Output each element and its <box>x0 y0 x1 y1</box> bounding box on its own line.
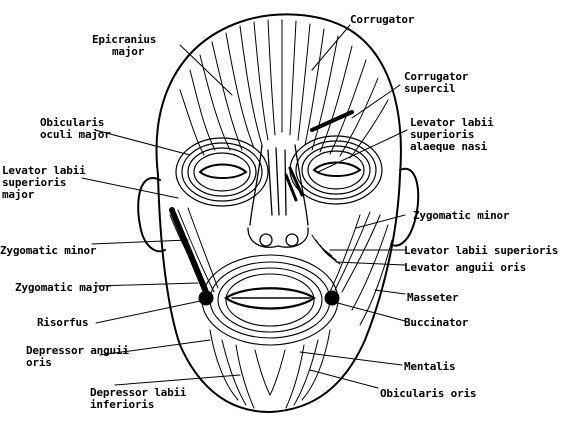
label-line: Zygomatic minor <box>0 245 96 257</box>
label-line: Levator anguii oris <box>404 262 526 274</box>
left-modiolus <box>199 291 213 305</box>
corrugator-muscle <box>312 112 352 130</box>
orbicularis-oris <box>202 255 338 345</box>
label-levator-anguli-oris: Levator anguii oris <box>404 262 526 274</box>
label-line: Corrugator <box>350 14 414 26</box>
label-zygomatic-major: Zygomatic major <box>15 282 111 294</box>
label-line: Risorfus <box>37 317 88 329</box>
label-zygomatic-minor-left: Zygomatic minor <box>0 245 96 257</box>
label-epicranius-major: Epicranius major <box>92 34 156 58</box>
label-levator-labii-superioris: Levator labii superioris <box>404 245 558 257</box>
label-line: Zygomatic minor <box>413 210 509 222</box>
label-corrugator: Corrugator <box>350 14 414 26</box>
label-depressor-labii-inferioris: Depressor labii inferioris <box>90 387 186 411</box>
right-ear <box>392 169 418 246</box>
leader-lines <box>82 25 407 388</box>
label-line: inferioris <box>90 399 186 411</box>
label-mentalis: Mentalis <box>404 361 455 373</box>
label-line: oculi major <box>40 129 111 141</box>
label-line: Levator labii superioris <box>404 245 558 257</box>
label-risorius: Risorfus <box>37 317 88 329</box>
label-levator-labii-major: Levator labii superioris major <box>2 165 86 201</box>
epicranius-fibers <box>180 20 388 158</box>
label-corrugator-supercilii: Corrugator supercil <box>404 71 468 95</box>
label-line: Zygomatic major <box>15 282 111 294</box>
label-line: Masseter <box>407 292 458 304</box>
label-line: Obicularis oris <box>380 388 476 400</box>
label-orbicularis-oris: Obicularis oris <box>380 388 476 400</box>
label-line: oris <box>26 357 129 369</box>
label-levator-labii-alaeque: Levator labii superioris alaeque nasi <box>410 117 494 153</box>
label-buccinator: Buccinator <box>404 317 468 329</box>
label-line: Mentalis <box>404 361 455 373</box>
label-line: Buccinator <box>404 317 468 329</box>
nose <box>248 145 308 247</box>
label-line: major <box>2 189 86 201</box>
label-line: major <box>92 46 156 58</box>
label-line: supercil <box>404 83 468 95</box>
label-line: alaeque nasi <box>410 141 494 153</box>
label-orbicularis-oculi: Obicularis oculi major <box>40 117 111 141</box>
label-depressor-anguli-oris: Depressor anguii oris <box>26 345 129 369</box>
chin-fibers <box>210 330 330 408</box>
label-zygomatic-minor-right: Zygomatic minor <box>413 210 509 222</box>
label-masseter: Masseter <box>407 292 458 304</box>
